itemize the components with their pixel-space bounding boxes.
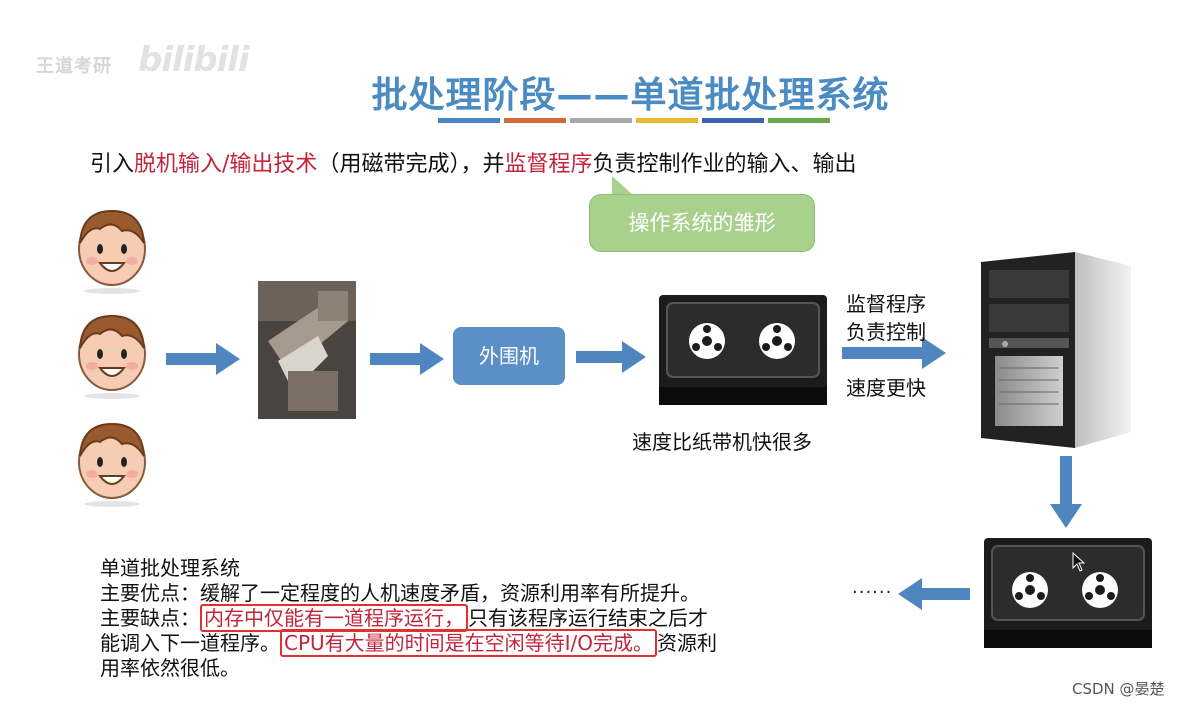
callout-os-prototype: 操作系统的雏形 [589,194,815,252]
underline-segment [636,118,698,123]
intro-text: 引入 [90,152,134,177]
underline-segment [768,118,830,123]
disadvantage-text: 资源利 [657,631,717,655]
arrow-right-icon [576,341,646,373]
user-face-icon [72,205,152,295]
notes-disadvantage-line3: 用率依然很低。 [100,656,860,681]
peripheral-machine-box: 外围机 [453,327,565,385]
underline-segment [702,118,764,123]
monitor-speed-label: 速度更快 [846,372,926,401]
disadvantage-label: 主要缺点： [100,606,200,630]
mouse-cursor-icon [1072,552,1086,572]
tape-drive-icon [659,295,827,405]
advantage-text: 缓解了一定程度的人机速度矛盾，资源利用率有所提升。 [200,581,700,605]
underline-segment [570,118,632,123]
notes-block: 单道批处理系统 主要优点：缓解了一定程度的人机速度矛盾，资源利用率有所提升。 主… [100,556,860,681]
advantage-label: 主要优点： [100,581,200,605]
underline-segment [504,118,566,123]
arrow-down-icon [1050,456,1082,528]
computer-tower-icon [975,252,1135,448]
notes-disadvantage-line2: 能调入下一道程序。CPU有大量的时间是在空闲等待I/O完成。资源利 [100,631,860,656]
highlight-single-program: 内存中仅能有一道程序运行， [200,604,468,632]
notes-heading: 单道批处理系统 [100,556,860,581]
card-reader-photo [258,281,356,419]
arrow-right-icon [370,343,444,375]
intro-text: 负责控制作业的输入、输出 [592,152,856,177]
tape-speed-caption: 速度比纸带机快很多 [632,426,812,455]
monitor-label-line1: 监督程序 [846,288,926,317]
card-reader-image [258,281,356,419]
disadvantage-text: 只有该程序运行结束之后才 [468,606,708,630]
underline-segment [438,118,500,123]
arrow-right-icon [166,343,240,375]
csdn-credit: CSDN @晏楚 [1072,678,1165,699]
callout-tail [612,176,634,196]
slide-title: 批处理阶段——单道批处理系统 [0,66,1199,118]
arrow-left-icon [898,578,970,610]
intro-highlight-monitor: 监督程序 [504,152,592,177]
tape-drive-icon [984,538,1152,648]
notes-advantage: 主要优点：缓解了一定程度的人机速度矛盾，资源利用率有所提升。 [100,581,860,606]
intro-text: （用磁带完成），并 [317,152,504,177]
highlight-cpu-idle: CPU有大量的时间是在空闲等待I/O完成。 [280,629,657,657]
user-face-icon [72,310,152,400]
notes-disadvantage-line1: 主要缺点：内存中仅能有一道程序运行，只有该程序运行结束之后才 [100,606,860,631]
user-face-icon [72,418,152,508]
intro-sentence: 引入脱机输入/输出技术（用磁带完成），并监督程序负责控制作业的输入、输出 [90,146,856,178]
intro-highlight-offline-io: 脱机输入/输出技术 [134,152,317,177]
monitor-label-line2: 负责控制 [846,316,926,345]
disadvantage-text: 能调入下一道程序。 [100,631,280,655]
